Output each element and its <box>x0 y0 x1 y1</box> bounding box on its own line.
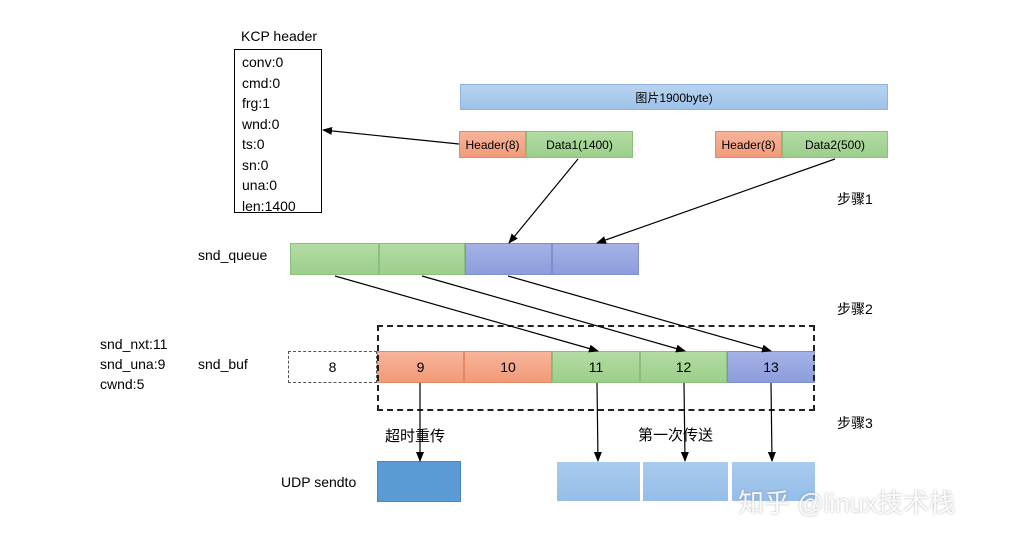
snd-buf-cell-9-label: 9 <box>416 359 425 375</box>
arrow-buf13-to-udp <box>767 382 776 462</box>
snd-buf-cell-9: 9 <box>377 351 464 383</box>
udp-sendto-label: UDP sendto <box>281 474 357 490</box>
snd-buf-cell-8: 8 <box>288 351 377 383</box>
kcp-field-ts: ts:0 <box>242 136 265 152</box>
packet2-header-label: Header(8) <box>721 137 776 152</box>
udp-packet-12 <box>642 461 729 502</box>
kcp-field-conv: conv:0 <box>242 54 284 70</box>
snd-buf-cell-11: 11 <box>552 351 640 383</box>
kcp-field-wnd: wnd:0 <box>242 115 280 132</box>
arrow-header-to-kcp <box>322 126 460 145</box>
step3-label: 步骤3 <box>837 415 873 431</box>
retransmit-label: 超时重传 <box>385 428 446 445</box>
kcp-header-title: KCP header <box>241 28 318 44</box>
arrow-data2-to-queue <box>596 158 836 244</box>
packet2-header-cell: Header(8) <box>715 131 782 158</box>
image-data-bar: 图片1900byte) <box>460 84 888 110</box>
arrow-queue1-to-buf11 <box>334 275 599 353</box>
kcp-field-cmd: cmd:0 <box>242 74 281 91</box>
snd-buf-cell-10-label: 10 <box>500 359 516 375</box>
snd-nxt-param: snd_nxt:11 <box>100 336 168 352</box>
step2-label: 步骤2 <box>837 301 873 317</box>
packet1-data-cell: Data1(1400) <box>526 131 633 158</box>
snd-buf-cell-8-label: 8 <box>328 359 337 375</box>
snd-queue-cell-4 <box>552 243 639 275</box>
watermark-text: 知乎 @linux技术栈 <box>738 488 956 518</box>
cwnd-param: cwnd:5 <box>100 376 145 392</box>
first-send-label: 第一次传送 <box>638 427 714 444</box>
packet1-header-label: Header(8) <box>465 137 520 152</box>
snd-buf-cell-11-label: 11 <box>588 359 604 375</box>
kcp-field-len: len:1400 <box>242 197 296 214</box>
kcp-field-sn: sn:0 <box>242 156 269 173</box>
snd-una-param: snd_una:9 <box>100 356 166 372</box>
snd-queue-cell-2 <box>379 243 465 275</box>
packet1-header-cell: Header(8) <box>459 131 526 158</box>
snd-buf-cell-12: 12 <box>640 351 727 383</box>
arrow-buf11-to-udp <box>593 382 602 462</box>
arrow-buf12-to-udp <box>680 382 689 462</box>
kcp-header-box: conv:0 cmd:0 frg:1 wnd:0 ts:0 sn:0 una:0… <box>234 49 322 214</box>
packet1-data-label: Data1(1400) <box>546 137 613 152</box>
step1-label: 步骤1 <box>837 191 873 207</box>
packet2-data-label: Data2(500) <box>804 137 866 152</box>
arrow-data1-to-queue <box>508 158 579 244</box>
packet2-data-cell: Data2(500) <box>782 131 888 158</box>
kcp-field-frg: frg:1 <box>242 95 271 111</box>
snd-buf-cell-10: 10 <box>464 351 552 383</box>
snd-buf-cell-12-label: 12 <box>675 359 692 375</box>
arrow-queue2-to-buf12 <box>421 275 686 353</box>
snd-queue-cell-1 <box>290 243 379 275</box>
snd-buf-label: snd_buf <box>198 356 248 372</box>
snd-queue-label: snd_queue <box>198 247 268 263</box>
snd-buf-cell-13-label: 13 <box>763 359 779 375</box>
udp-packet-retransmit <box>377 461 461 502</box>
kcp-field-una: una:0 <box>242 177 278 193</box>
image-data-label: 图片1900byte) <box>635 90 713 105</box>
arrow-queue3-to-buf13 <box>507 275 772 353</box>
